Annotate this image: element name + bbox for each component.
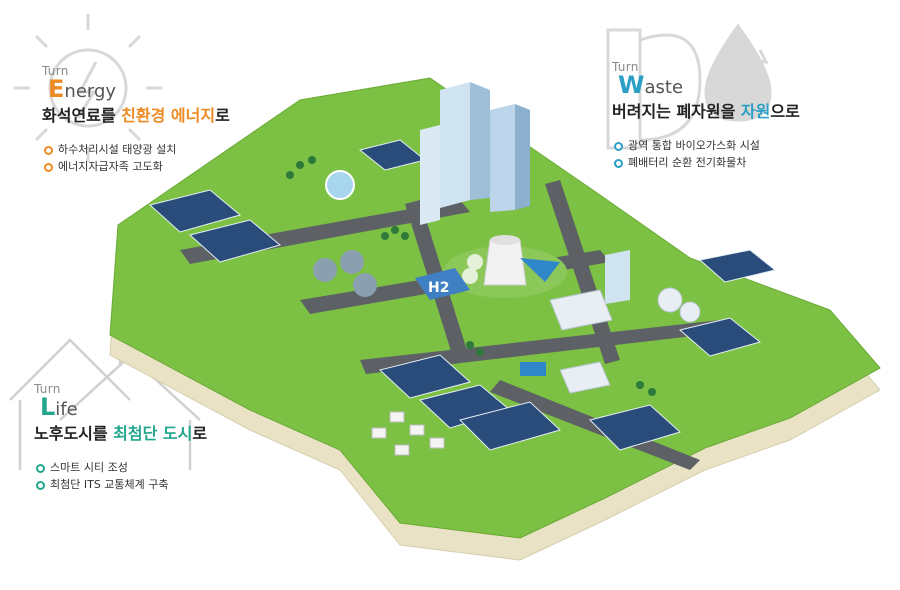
life-item-list: 스마트 시티 조성 최첨단 ITS 교통체계 구축	[34, 459, 207, 493]
list-item: 에너지자급자족 고도화	[42, 158, 230, 175]
waste-title: Waste	[618, 71, 684, 99]
panel-waste: Turn Waste 버려지는 폐자원을 자원으로 광역 통합 바이오가스화 시…	[612, 60, 800, 171]
energy-title: Energy	[48, 75, 117, 103]
recycle-drop-icon	[606, 23, 772, 150]
houses	[371, 411, 445, 456]
list-item: 스마트 시티 조성	[34, 459, 207, 476]
list-item: 폐배터리 순환 전기화물차	[612, 154, 800, 171]
energy-item-list: 하수처리시설 태양광 설치 에너지자급자족 고도화	[42, 141, 230, 175]
waste-slogan: 버려지는 폐자원을 자원으로	[612, 102, 800, 121]
waste-item-list: 광역 통합 바이오가스화 시설 폐배터리 순환 전기화물차	[612, 137, 800, 171]
panel-energy: Turn Energy 화석연료를 친환경 에너지로 하수처리시설 태양광 설치…	[42, 64, 230, 175]
life-turn-label: Turn	[34, 382, 61, 396]
towers	[420, 82, 630, 304]
life-title: Life	[40, 393, 78, 421]
facilities	[313, 170, 701, 394]
power-plant	[443, 235, 567, 298]
life-slogan: 노후도시를 최첨단 도시로	[34, 424, 208, 443]
panel-life: Turn Life 노후도시를 최첨단 도시로 스마트 시티 조성 최첨단 IT…	[34, 382, 207, 493]
list-item: 광역 통합 바이오가스화 시설	[612, 137, 800, 154]
list-item: 최첨단 ITS 교통체계 구축	[34, 476, 207, 493]
sun-lightning-icon	[14, 14, 162, 162]
trees	[286, 156, 656, 396]
energy-turn-label: Turn	[42, 64, 69, 78]
waste-turn-label: Turn	[612, 60, 639, 74]
hydrogen-station: H2	[415, 268, 470, 300]
solar-panels	[148, 139, 777, 451]
list-item: 하수처리시설 태양광 설치	[42, 141, 230, 158]
hydrogen-label: H2	[428, 280, 449, 296]
energy-slogan: 화석연료를 친환경 에너지로	[42, 106, 230, 125]
